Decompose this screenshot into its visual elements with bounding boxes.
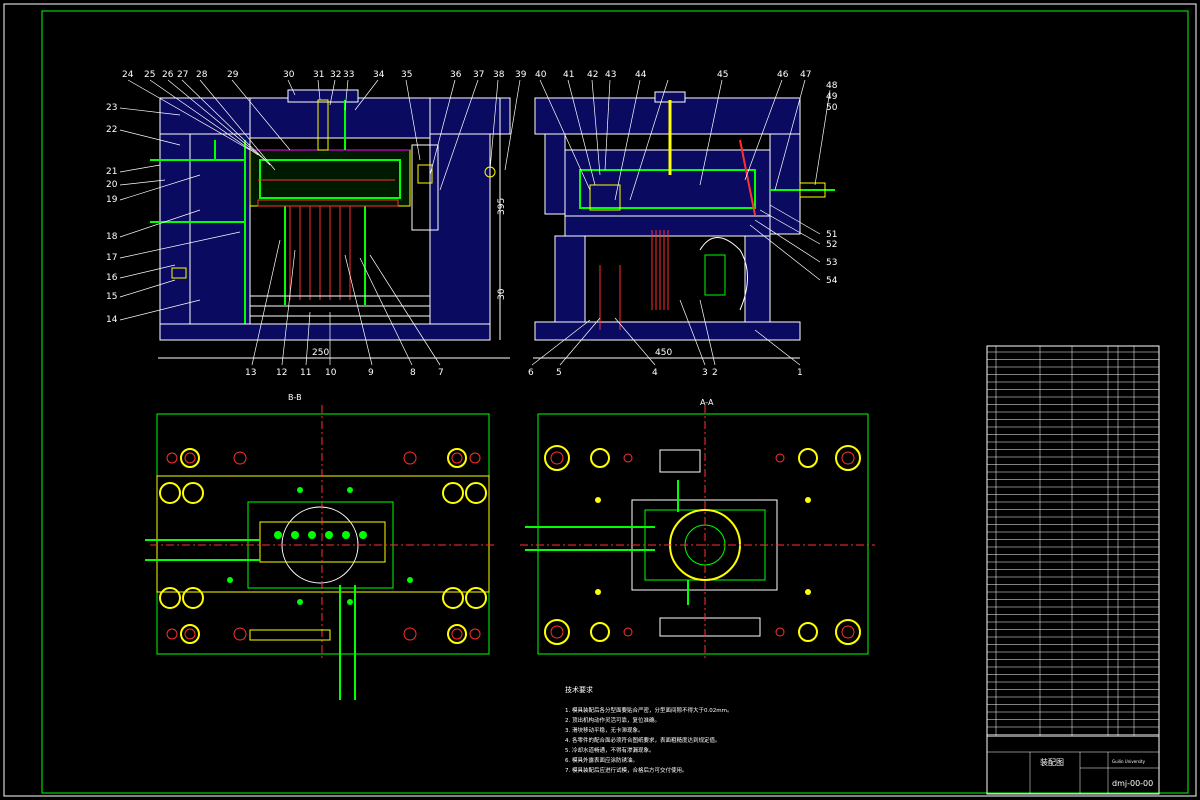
dim-text-3: 395 bbox=[497, 198, 507, 215]
dim-text-1: 250 bbox=[312, 348, 329, 358]
callout-18: 18 bbox=[106, 232, 118, 242]
callout-9: 9 bbox=[368, 368, 374, 378]
callout-2: 2 bbox=[712, 368, 718, 378]
callout-54: 54 bbox=[826, 276, 838, 286]
callout-50: 50 bbox=[826, 103, 838, 113]
title-block: 装配图 Guilin University dmj-00-00 bbox=[986, 735, 1160, 795]
callout-35: 35 bbox=[401, 70, 412, 80]
callout-24: 24 bbox=[122, 70, 134, 80]
callout-5: 5 bbox=[556, 368, 562, 378]
callout-31: 31 bbox=[313, 70, 324, 80]
outer-border bbox=[3, 3, 1197, 797]
inner-border bbox=[41, 10, 1189, 794]
callout-3: 3 bbox=[702, 368, 708, 378]
callout-47: 47 bbox=[800, 70, 811, 80]
callout-19: 19 bbox=[106, 195, 118, 205]
callout-13: 13 bbox=[245, 368, 256, 378]
callout-41: 41 bbox=[563, 70, 574, 80]
callout-numbers: 24 25 26 27 28 29 30 31 32 33 34 35 36 3… bbox=[106, 70, 838, 378]
section-label-bb: B-B bbox=[288, 393, 302, 402]
callout-25: 25 bbox=[144, 70, 155, 80]
callout-12: 12 bbox=[276, 368, 287, 378]
callout-48: 48 bbox=[826, 81, 838, 91]
callout-22: 22 bbox=[106, 125, 117, 135]
dim-text-2: 450 bbox=[655, 348, 672, 358]
section-label-aa: A-A bbox=[700, 398, 714, 407]
section-view-left bbox=[150, 89, 511, 359]
title-name: 装配图 bbox=[1040, 757, 1064, 767]
plan-view-right: A-A bbox=[520, 398, 875, 660]
callout-26: 26 bbox=[162, 70, 174, 80]
callout-20: 20 bbox=[106, 180, 118, 190]
callout-27: 27 bbox=[177, 70, 188, 80]
note-6: 6. 模具外露表面应涂防锈油。 bbox=[565, 756, 638, 764]
callout-34: 34 bbox=[373, 70, 385, 80]
notes-title: 技术要求 bbox=[565, 685, 593, 694]
callout-36: 36 bbox=[450, 70, 462, 80]
note-5: 5. 冷却水道畅通，不得有渗漏现象。 bbox=[565, 746, 655, 754]
callout-30: 30 bbox=[283, 70, 295, 80]
technical-notes: 技术要求 1. 模具装配后各分型面要贴合严密，分型面间隙不得大于0.02mm。 … bbox=[565, 685, 732, 774]
callout-29: 29 bbox=[227, 70, 239, 80]
callout-32: 32 bbox=[330, 70, 341, 80]
callout-21: 21 bbox=[106, 167, 117, 177]
callout-6: 6 bbox=[528, 368, 534, 378]
callout-17: 17 bbox=[106, 253, 117, 263]
callout-10: 10 bbox=[325, 368, 337, 378]
callout-23: 23 bbox=[106, 103, 117, 113]
callout-38: 38 bbox=[493, 70, 505, 80]
note-7: 7. 模具装配后应进行试模，合格后方可交付使用。 bbox=[565, 766, 688, 774]
callout-49: 49 bbox=[826, 92, 838, 102]
callout-11: 11 bbox=[300, 368, 311, 378]
callout-39: 39 bbox=[515, 70, 527, 80]
callout-46: 46 bbox=[777, 70, 789, 80]
callout-15: 15 bbox=[106, 292, 117, 302]
callout-4: 4 bbox=[652, 368, 658, 378]
note-1: 1. 模具装配后各分型面要贴合严密，分型面间隙不得大于0.02mm。 bbox=[565, 706, 732, 714]
callout-14: 14 bbox=[106, 315, 118, 325]
callout-1: 1 bbox=[797, 368, 803, 378]
dim-text-4: 30 bbox=[497, 288, 507, 300]
bill-of-materials bbox=[986, 345, 1160, 737]
section-view-right bbox=[533, 91, 835, 359]
callout-40: 40 bbox=[535, 70, 547, 80]
callout-44: 44 bbox=[635, 70, 647, 80]
callout-7: 7 bbox=[438, 368, 444, 378]
callout-8: 8 bbox=[410, 368, 416, 378]
note-3: 3. 滑块移动平稳，无卡滞现象。 bbox=[565, 726, 644, 734]
callout-45: 45 bbox=[717, 70, 728, 80]
callout-43: 43 bbox=[605, 70, 616, 80]
leader-lines bbox=[119, 79, 831, 366]
callout-53: 53 bbox=[826, 258, 837, 268]
callout-16: 16 bbox=[106, 273, 118, 283]
drawing-number: dmj-00-00 bbox=[1112, 779, 1153, 788]
plan-view-left: B-B bbox=[145, 393, 495, 700]
callout-33: 33 bbox=[343, 70, 354, 80]
note-4: 4. 各零件的配合面必须符合图纸要求，表面粗糙度达到规定值。 bbox=[565, 736, 721, 744]
callout-51: 51 bbox=[826, 230, 837, 240]
callout-28: 28 bbox=[196, 70, 208, 80]
callout-52: 52 bbox=[826, 240, 837, 250]
title-school: Guilin University bbox=[1112, 759, 1146, 764]
note-2: 2. 顶出机构动作灵活可靠，复位准确。 bbox=[565, 716, 660, 724]
callout-42: 42 bbox=[587, 70, 598, 80]
callout-37: 37 bbox=[473, 70, 484, 80]
